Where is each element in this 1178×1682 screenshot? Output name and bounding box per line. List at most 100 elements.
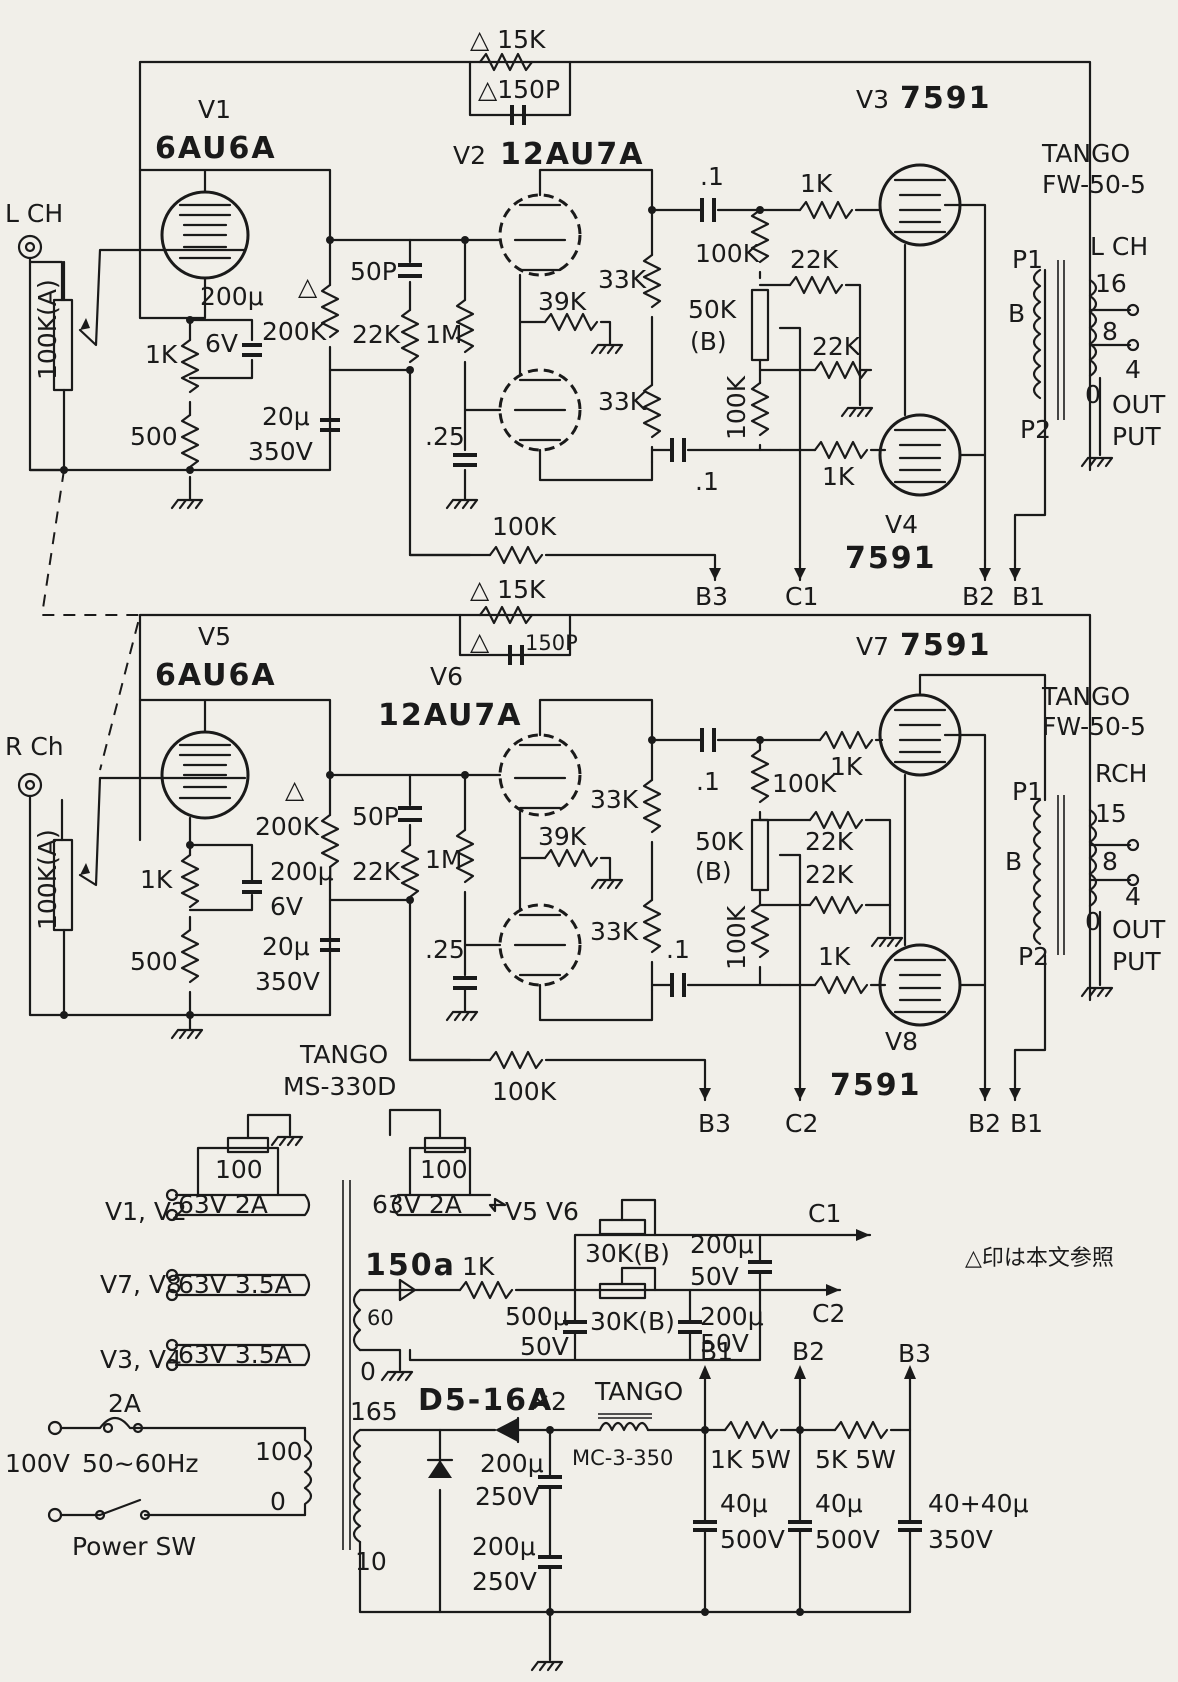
r22k-b-label: 22K <box>805 860 854 889</box>
heater-3-rating: 63V 3.5A <box>178 1270 292 1299</box>
cathode-cap-voltage: 6V <box>270 892 303 921</box>
r1m-label: 1M <box>425 320 462 349</box>
power-trans-brand: TANGO <box>299 1040 388 1069</box>
coupling-c2-label: .1 <box>666 935 690 964</box>
dropping-r-2: 5K 5W <box>815 1445 896 1474</box>
reference-note: △印は本文参照 <box>965 1246 1114 1271</box>
p1-label: P1 <box>1012 777 1043 806</box>
r100k-a-label: 100K <box>695 239 760 268</box>
bias-r-label: 1K <box>462 1252 495 1281</box>
out-trans-brand: TANGO <box>1041 682 1130 711</box>
v4-type: 7591 <box>845 541 937 576</box>
fb-cap-mark: △ <box>470 627 490 656</box>
p2-label: P2 <box>1020 415 1051 444</box>
output-transformer-left <box>1032 268 1042 400</box>
tap-15: 15 <box>1095 799 1127 828</box>
r33k-a-label: 33K <box>598 265 647 294</box>
cathode-r1-label: 1K <box>145 340 178 369</box>
cap-b2-voltage: 500V <box>815 1525 880 1554</box>
fuse-and-switch <box>59 1416 307 1517</box>
tube-v2a <box>498 193 582 277</box>
c25-label: .25 <box>425 422 465 451</box>
fb-cap-right: 150P <box>525 631 578 655</box>
plate-r-mark: △ <box>285 775 305 804</box>
c50p-label: 50P <box>352 802 399 831</box>
hum-pot-1: 100 <box>215 1155 263 1184</box>
b-label: B <box>1005 847 1022 876</box>
grid-r2-label: 1K <box>818 942 851 971</box>
r39k-label: 39K <box>538 287 587 316</box>
out-trans-model: FW-50-5 <box>1042 712 1146 741</box>
c1-output: C1 <box>808 1199 841 1228</box>
c2-terminal: C2 <box>785 1109 818 1138</box>
r39k-label: 39K <box>538 822 587 851</box>
c25-label: .25 <box>425 935 465 964</box>
v3-type: 7591 <box>900 81 992 116</box>
out-label: OUT <box>1112 915 1166 944</box>
hum-pot-2: 100 <box>420 1155 468 1184</box>
filter-cap-1-voltage: 250V <box>475 1482 540 1511</box>
cathode-r1-label: 1K <box>140 865 173 894</box>
cap-b1-voltage: 500V <box>720 1525 785 1554</box>
fb-resistor-left: △ 15K <box>470 25 546 54</box>
input-label-right: R Ch <box>5 732 64 761</box>
tap-4: 4 <box>1125 882 1141 911</box>
secondary-10: 10 <box>355 1547 387 1576</box>
r100k-b-label: 100K <box>722 375 751 440</box>
channel-label: L CH <box>1090 232 1148 261</box>
coupling-c1-label: .1 <box>696 767 720 796</box>
r22k-b-label: 22K <box>812 332 861 361</box>
fb-r100k-label: 100K <box>492 1077 557 1106</box>
dec-cap-voltage: 350V <box>255 967 320 996</box>
input-jack-icon <box>17 234 43 260</box>
cap-b3-label: 40+40μ <box>928 1489 1029 1518</box>
v7-type: 7591 <box>900 628 992 663</box>
rectifier-label: D5-16A <box>418 1383 553 1418</box>
choke-coil <box>598 1421 650 1432</box>
left-channel-labels: L CH 100K(A) V1 6AU6A V2 12AU7A V3 7591 … <box>5 25 1166 611</box>
c2-output: C2 <box>812 1299 845 1328</box>
out-trans-brand: TANGO <box>1041 139 1130 168</box>
plate-r-mark: △ <box>298 272 318 301</box>
fb-resistor-right: △ 15K <box>470 575 546 604</box>
b3-supply: B3 <box>898 1339 931 1368</box>
primary-0: 0 <box>270 1487 286 1516</box>
right-channel-labels: R Ch 100K(A) V5 6AU6A V6 12AU7A V7 7591 … <box>5 575 1166 1138</box>
bias-pot-1-label: 30K(B) <box>585 1239 670 1268</box>
heater-1-tubes: V1, V2 <box>105 1197 187 1226</box>
tap-16: 16 <box>1095 269 1127 298</box>
fb-r100k-label: 100K <box>492 512 557 541</box>
c50p-label: 50P <box>350 257 397 286</box>
bias-cap-2-voltage: 50V <box>690 1262 739 1291</box>
r22k-label: 22K <box>352 857 401 886</box>
tap-0: 0 <box>1085 907 1101 936</box>
r100k-b-label: 100K <box>722 905 751 970</box>
heater-2-rating: 63V 2A <box>372 1190 462 1219</box>
b2-terminal: B2 <box>968 1109 1001 1138</box>
cathode-cap-label: 200μ <box>270 857 334 886</box>
b3-terminal: B3 <box>698 1109 731 1138</box>
bias-pot-1 <box>598 1218 647 1236</box>
v6-name: V6 <box>430 662 463 691</box>
r1m-label: 1M <box>425 845 462 874</box>
tap-8: 8 <box>1102 847 1118 876</box>
bias-tap-60: 60 <box>367 1306 394 1330</box>
dropping-r-1: 1K 5W <box>710 1445 791 1474</box>
cap-b2-label: 40μ <box>815 1489 863 1518</box>
cap-b3-voltage: 350V <box>928 1525 993 1554</box>
grid-r1-label: 1K <box>800 169 833 198</box>
r22k-a-label: 22K <box>805 827 854 856</box>
balance-pot-type: (B) <box>695 857 732 886</box>
r22k-label: 22K <box>352 320 401 349</box>
b1-terminal: B1 <box>1010 1109 1043 1138</box>
plate-r-label: 200K <box>262 317 327 346</box>
input-label-left: L CH <box>5 199 63 228</box>
bias-tap-0: 0 <box>360 1357 376 1386</box>
balance-pot-label: 50K <box>688 295 737 324</box>
r100k-a-label: 100K <box>772 769 837 798</box>
cathode-r2-label: 500 <box>130 422 178 451</box>
p1-label: P1 <box>1012 245 1043 274</box>
primary-100: 100 <box>255 1437 303 1466</box>
b2-supply: B2 <box>792 1337 825 1366</box>
